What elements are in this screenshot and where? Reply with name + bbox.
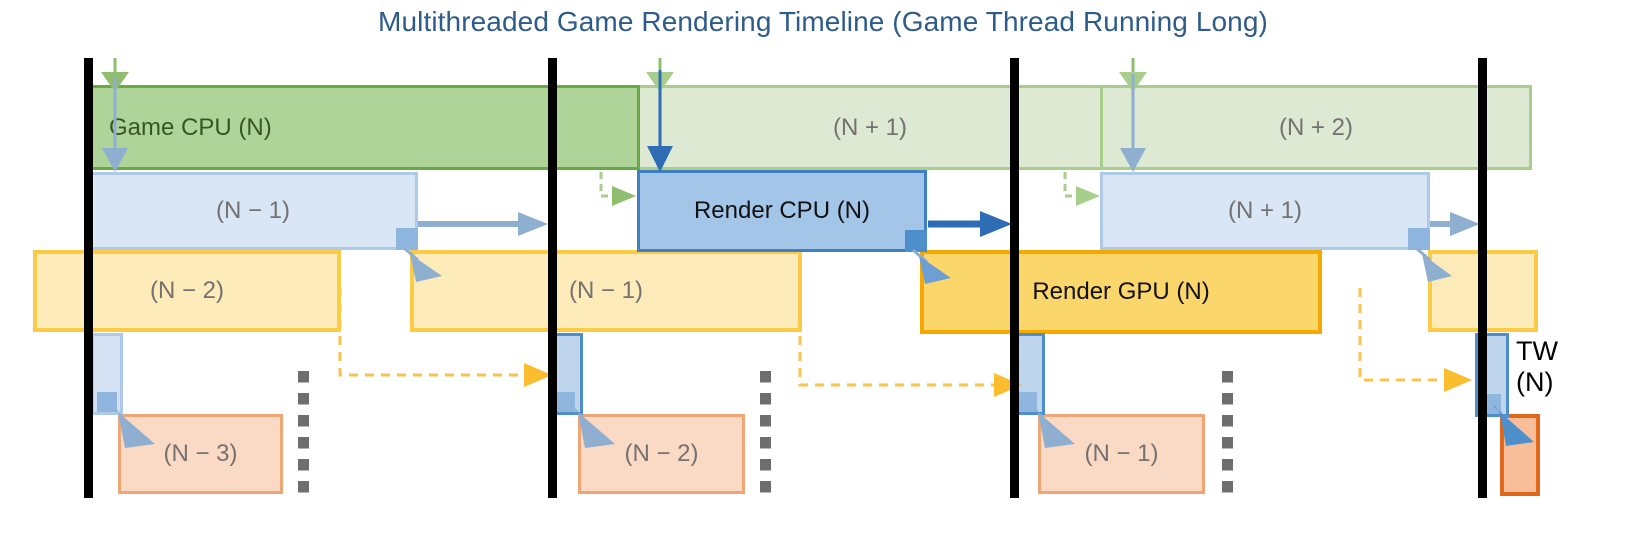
render-gpu-block-n-minus-2-label: (N − 2) bbox=[149, 277, 224, 304]
render-gpu-block-n-label: Render GPU (N) bbox=[1032, 278, 1210, 305]
render-cpu-block-n-minus-1-label: (N − 1) bbox=[215, 197, 290, 224]
timewarp-label: TW (N) bbox=[1516, 336, 1558, 398]
render-gpu-block-n-minus-1-label: (N − 1) bbox=[568, 277, 643, 304]
present-sliver-1-notch bbox=[97, 392, 117, 412]
frame-separator-dots-2 bbox=[760, 371, 771, 496]
render-cpu-notch-n bbox=[905, 230, 927, 252]
game-cpu-block-n-plus-2[interactable]: (N + 2) bbox=[1100, 85, 1532, 170]
render-cpu-block-n-plus-1[interactable]: (N + 1) bbox=[1100, 172, 1430, 250]
frame-separator-dots-3 bbox=[1222, 371, 1233, 496]
frame-boundary-bar-4 bbox=[1478, 58, 1487, 498]
render-cpu-notch-n-plus-1 bbox=[1408, 228, 1430, 250]
render-cpu-handoff-arrow-1 bbox=[418, 212, 548, 236]
present-block-n-minus-1-label: (N − 1) bbox=[1084, 440, 1159, 467]
present-block-n-minus-1[interactable]: (N − 1) bbox=[1038, 414, 1205, 494]
green-dashed-elbow-2 bbox=[1063, 172, 1100, 206]
render-gpu-block-n-minus-2[interactable]: (N − 2) bbox=[33, 250, 341, 332]
frame-boundary-bar-1 bbox=[84, 58, 93, 498]
present-block-n[interactable] bbox=[1500, 414, 1540, 496]
game-cpu-block-n-plus-1[interactable]: (N + 1) bbox=[637, 85, 1103, 170]
render-gpu-block-n[interactable]: Render GPU (N) bbox=[920, 250, 1322, 334]
game-cpu-block-n-plus-2-label: (N + 2) bbox=[1278, 113, 1353, 141]
present-block-n-minus-2[interactable]: (N − 2) bbox=[578, 414, 745, 494]
game-cpu-block-n-label: Game CPU (N) bbox=[109, 113, 272, 141]
render-gpu-block-n-minus-1[interactable]: (N − 1) bbox=[410, 250, 802, 332]
timewarp-label-line2: (N) bbox=[1516, 367, 1554, 398]
present-block-n-minus-2-label: (N − 2) bbox=[624, 440, 699, 467]
frame-boundary-bar-2 bbox=[548, 58, 557, 498]
gpu-dashed-arrowhead-3 bbox=[1444, 368, 1472, 392]
render-cpu-block-n-plus-1-label: (N + 1) bbox=[1227, 197, 1302, 224]
game-cpu-block-n[interactable]: Game CPU (N) bbox=[84, 85, 640, 170]
render-cpu-handoff-arrow-2 bbox=[928, 211, 1012, 237]
present-block-n-minus-3[interactable]: (N − 3) bbox=[118, 414, 283, 494]
timewarp-label-line1: TW bbox=[1516, 336, 1558, 366]
render-cpu-block-n-minus-1[interactable]: (N − 1) bbox=[88, 172, 418, 250]
page-title: Multithreaded Game Rendering Timeline (G… bbox=[378, 6, 1268, 37]
frame-separator-dots-1 bbox=[298, 371, 309, 496]
green-dashed-elbow-1 bbox=[599, 172, 636, 206]
render-cpu-handoff-arrow-3 bbox=[1430, 212, 1480, 236]
frame-boundary-bar-3 bbox=[1010, 58, 1019, 498]
render-cpu-notch-n-minus-1 bbox=[396, 228, 418, 250]
render-cpu-block-n-label: Render CPU (N) bbox=[693, 197, 871, 224]
game-cpu-block-n-plus-1-label: (N + 1) bbox=[832, 113, 907, 141]
render-cpu-block-n[interactable]: Render CPU (N) bbox=[637, 170, 927, 252]
present-block-n-minus-3-label: (N − 3) bbox=[163, 440, 238, 467]
present-sliver-2-notch bbox=[555, 392, 575, 412]
present-sliver-3-notch bbox=[1017, 392, 1037, 412]
